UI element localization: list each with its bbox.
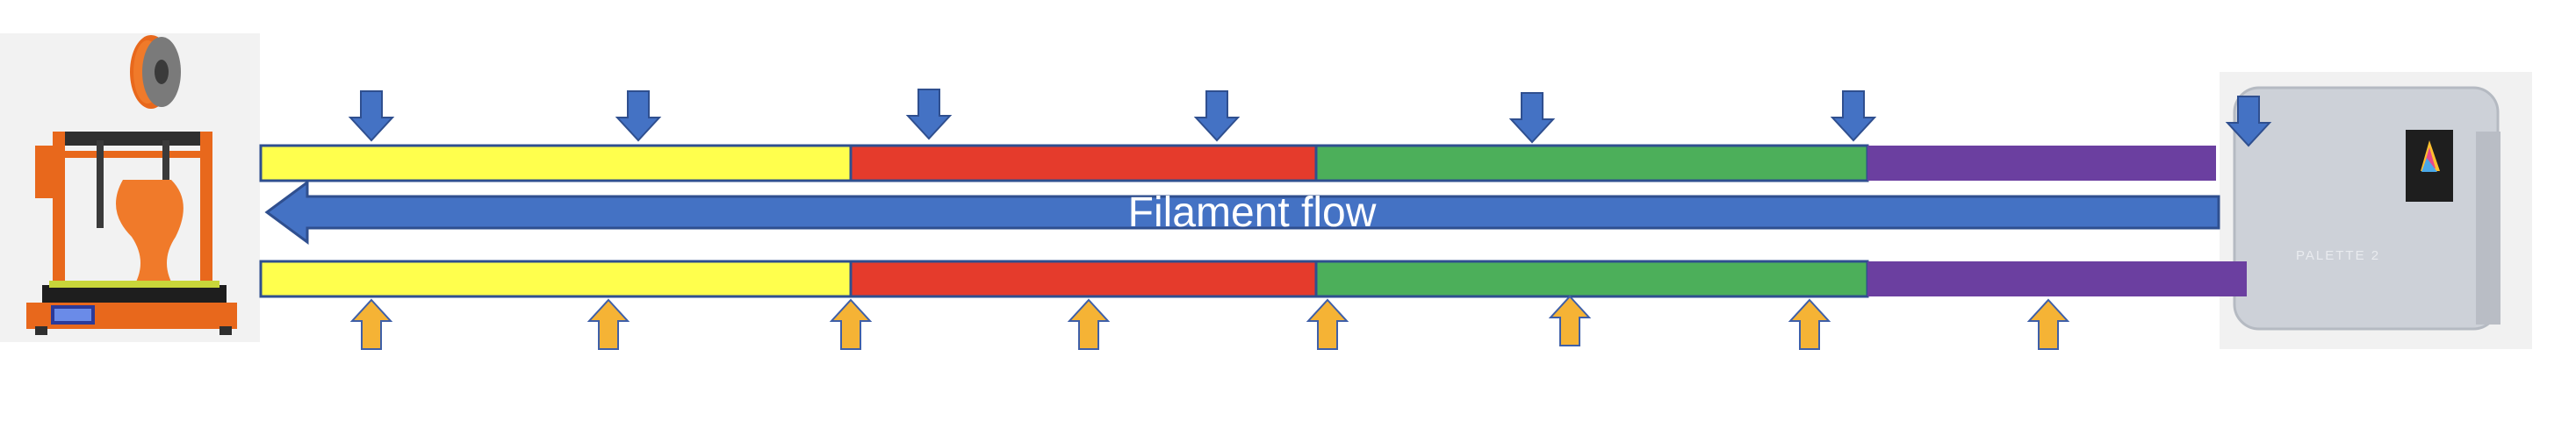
- down-arrows: [348, 89, 2272, 147]
- up-arrow-icon: [586, 298, 630, 350]
- down-arrow-icon: [348, 90, 395, 142]
- up-arrow-icon: [1548, 295, 1592, 346]
- upper-segment-red: [849, 144, 1318, 182]
- lower-segment-yellow: [259, 260, 853, 298]
- up-arrow-icon: [349, 298, 393, 350]
- lower-segment-green: [1314, 260, 1869, 298]
- down-arrow-icon: [1508, 92, 1556, 144]
- lower-segment-purple: [1867, 261, 2247, 296]
- down-arrow-icon: [2225, 96, 2272, 147]
- lower-filament-strip: [259, 260, 2247, 298]
- upper-filament-strip: [259, 144, 2216, 182]
- down-arrow-icon: [905, 89, 953, 140]
- up-arrows: [349, 295, 2070, 350]
- up-arrow-icon: [1306, 298, 1349, 350]
- up-arrow-icon: [1067, 298, 1111, 350]
- lower-segment-red: [849, 260, 1318, 298]
- flow-label: Filament flow: [1128, 189, 1377, 236]
- down-arrow-icon: [1830, 90, 1877, 142]
- up-arrow-icon: [2026, 298, 2070, 350]
- down-arrow-icon: [615, 90, 662, 142]
- up-arrow-icon: [1788, 298, 1831, 350]
- down-arrow-icon: [1193, 90, 1241, 142]
- filament-splicer-icon: PALETTE 2: [2220, 72, 2532, 349]
- upper-segment-purple: [1867, 146, 2216, 181]
- upper-segment-green: [1314, 144, 1869, 182]
- up-arrow-icon: [829, 298, 873, 350]
- 3d-printer-icon: [0, 33, 260, 342]
- splicer-label: PALETTE 2: [2296, 248, 2380, 263]
- filament-flow-arrow: [264, 180, 2220, 245]
- upper-segment-yellow: [259, 144, 853, 182]
